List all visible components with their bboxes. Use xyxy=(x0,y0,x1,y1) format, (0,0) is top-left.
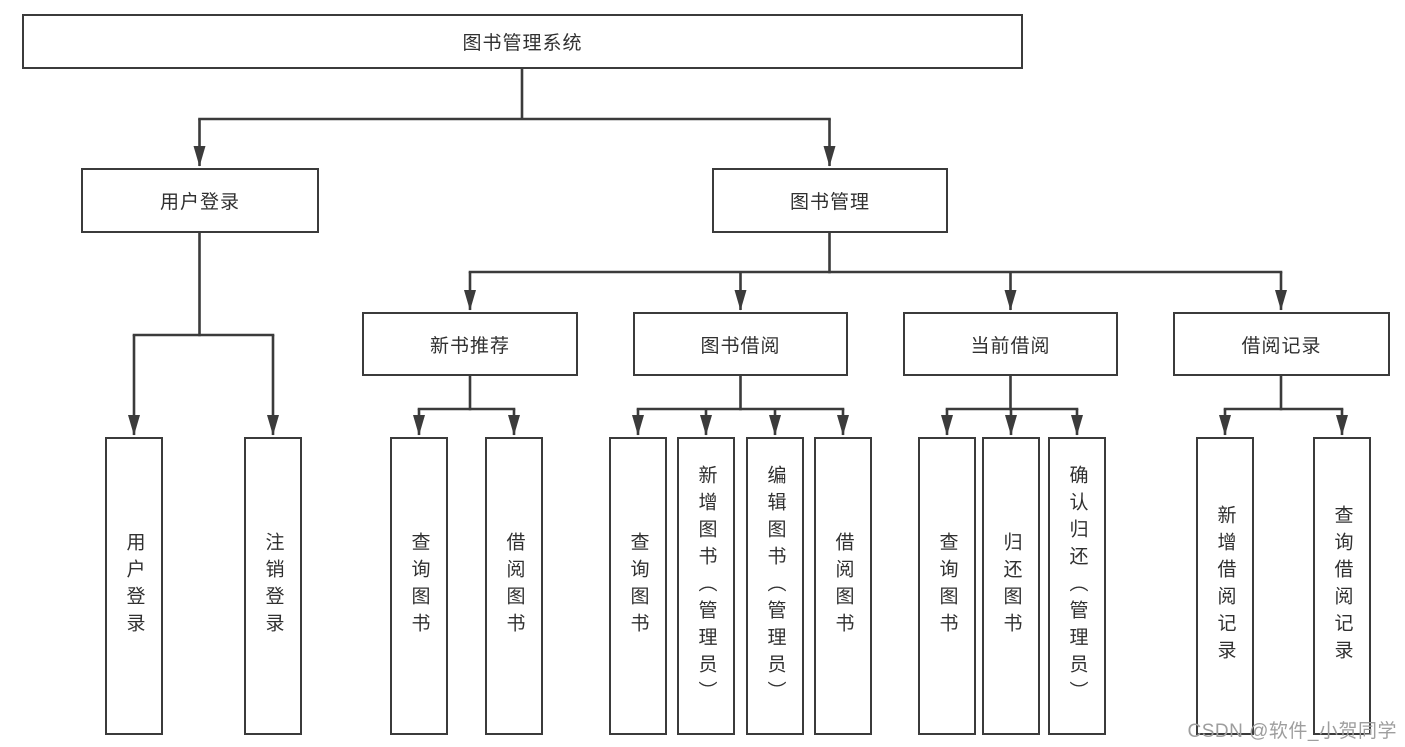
leaf-current-return-books: 归还图书 xyxy=(982,437,1040,735)
leaf-borrow-add-books-admin-label: 新增图书（管理员） xyxy=(695,464,717,708)
leaf-current-query-books-label: 查询图书 xyxy=(936,532,958,640)
leaf-current-return-books-label: 归还图书 xyxy=(1000,532,1022,640)
node-root-system-label: 图书管理系统 xyxy=(462,33,583,54)
connector-new-book-to-leaves xyxy=(413,376,520,436)
node-new-book-recommend-label: 新书推荐 xyxy=(429,335,510,357)
node-borrow-records-label: 借阅记录 xyxy=(1241,335,1322,357)
connector-user-login-to-leaves xyxy=(128,233,279,436)
leaf-borrow-edit-books-admin: 编辑图书（管理员） xyxy=(746,437,804,735)
connector-borrow-records-to-leaves xyxy=(1219,376,1348,436)
node-book-borrow-label: 图书借阅 xyxy=(700,335,781,357)
leaf-borrow-add-books-admin: 新增图书（管理员） xyxy=(677,437,735,735)
leaf-records-query-record-label: 查询借阅记录 xyxy=(1331,505,1353,667)
node-book-borrow: 图书借阅 xyxy=(633,312,848,376)
leaf-current-confirm-return-admin-label: 确认归还（管理员） xyxy=(1066,464,1088,708)
connector-book-mgmt-to-level3 xyxy=(464,233,1287,311)
leaf-current-confirm-return-admin: 确认归还（管理员） xyxy=(1048,437,1106,735)
connector-root-to-level2 xyxy=(193,68,836,167)
leaf-current-query-books: 查询图书 xyxy=(918,437,976,735)
leaf-borrow-borrow-books-label: 借阅图书 xyxy=(832,532,854,640)
leaf-records-add-record: 新增借阅记录 xyxy=(1196,437,1254,735)
connector-current-borrow-to-leaves xyxy=(941,376,1083,436)
node-current-borrow-label: 当前借阅 xyxy=(970,335,1051,357)
leaf-newbook-borrow-books-label: 借阅图书 xyxy=(503,532,525,640)
leaf-newbook-query-books: 查询图书 xyxy=(390,437,448,735)
leaf-newbook-query-books-label: 查询图书 xyxy=(408,532,430,640)
leaf-records-query-record: 查询借阅记录 xyxy=(1313,437,1371,735)
node-current-borrow: 当前借阅 xyxy=(903,312,1118,376)
node-user-login-group-label: 用户登录 xyxy=(159,192,240,213)
watermark: CSDN @软件_小贺同学 xyxy=(1187,721,1397,742)
leaf-borrow-borrow-books: 借阅图书 xyxy=(814,437,872,735)
node-book-management-label: 图书管理 xyxy=(789,192,870,213)
node-root-system: 图书管理系统 xyxy=(22,14,1023,69)
leaf-borrow-query-books: 查询图书 xyxy=(609,437,667,735)
node-new-book-recommend: 新书推荐 xyxy=(362,312,578,376)
leaf-logout: 注销登录 xyxy=(244,437,302,735)
leaf-user-login-label: 用户登录 xyxy=(123,532,145,640)
leaf-logout-label: 注销登录 xyxy=(262,532,284,640)
leaf-user-login: 用户登录 xyxy=(105,437,163,735)
connector-book-borrow-to-leaves xyxy=(632,376,849,436)
leaf-newbook-borrow-books: 借阅图书 xyxy=(485,437,543,735)
leaf-records-add-record-label: 新增借阅记录 xyxy=(1214,505,1236,667)
node-borrow-records: 借阅记录 xyxy=(1173,312,1390,376)
node-user-login-group: 用户登录 xyxy=(81,168,319,233)
leaf-borrow-query-books-label: 查询图书 xyxy=(627,532,649,640)
leaf-borrow-edit-books-admin-label: 编辑图书（管理员） xyxy=(764,464,786,708)
node-book-management: 图书管理 xyxy=(712,168,948,233)
